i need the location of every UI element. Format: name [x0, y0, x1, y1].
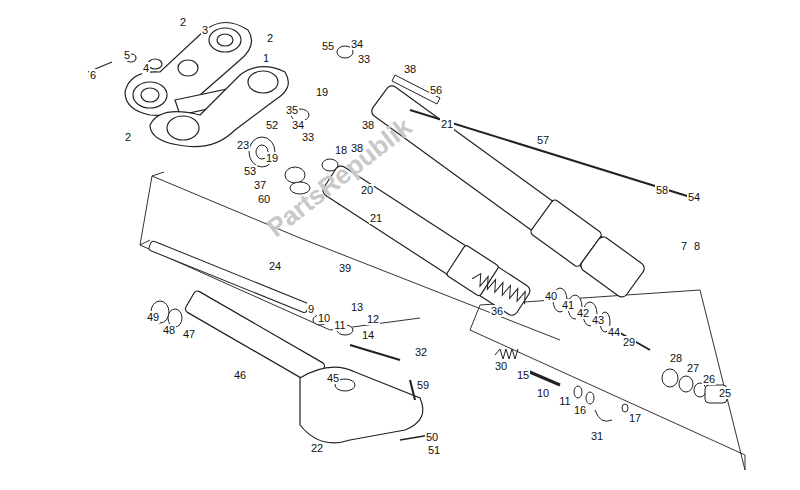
callout-number: 3: [201, 24, 209, 36]
callout-number: 34: [291, 119, 305, 131]
callout-number: 38: [403, 63, 417, 75]
callout-number: 56: [429, 84, 443, 96]
callout-number: 16: [573, 404, 587, 416]
callout-number: 5: [123, 49, 131, 61]
callout-number: 2: [266, 32, 274, 44]
callout-number: 44: [607, 326, 621, 338]
callout-number: 55: [321, 40, 335, 52]
callout-number: 14: [361, 329, 375, 341]
callout-number: 21: [369, 212, 383, 224]
callout-number: 54: [687, 191, 701, 203]
callout-number: 43: [591, 314, 605, 326]
callout-number: 40: [544, 290, 558, 302]
callout-number: 51: [427, 444, 441, 456]
callout-number: 38: [361, 119, 375, 131]
callout-number: 33: [301, 131, 315, 143]
callout-number: 24: [268, 260, 282, 272]
callout-number: 6: [89, 69, 97, 81]
callout-number: 35: [285, 104, 299, 116]
callout-number: 10: [536, 387, 550, 399]
callout-number: 42: [576, 307, 590, 319]
callout-number: 31: [590, 430, 604, 442]
callout-number: 29: [622, 336, 636, 348]
callout-number: 27: [686, 362, 700, 374]
callout-number: 52: [265, 119, 279, 131]
callout-number: 8: [693, 240, 701, 252]
callout-number: 2: [124, 131, 132, 143]
callout-number: 58: [655, 184, 669, 196]
callout-number: 4: [142, 62, 150, 74]
callout-number: 47: [182, 328, 196, 340]
callout-number: 45: [326, 372, 340, 384]
callout-number: 32: [414, 346, 428, 358]
callout-number: 59: [416, 379, 430, 391]
callout-number: 9: [307, 303, 315, 315]
callout-number: 1: [262, 52, 270, 64]
callout-number: 48: [162, 324, 176, 336]
callout-number: 37: [253, 179, 267, 191]
callout-number: 12: [366, 313, 380, 325]
callout-number: 30: [494, 360, 508, 372]
callout-number: 13: [350, 301, 364, 313]
callout-number: 19: [265, 152, 279, 164]
callout-number: 2: [179, 16, 187, 28]
callout-number: 34: [350, 38, 364, 50]
callout-number: 10: [317, 312, 331, 324]
callout-number: 20: [360, 184, 374, 196]
callout-number: 22: [310, 442, 324, 454]
callout-number: 49: [146, 311, 160, 323]
callout-number: 17: [628, 412, 642, 424]
callout-number: 36: [490, 305, 504, 317]
callout-number: 57: [536, 134, 550, 146]
callout-number: 19: [315, 86, 329, 98]
callout-number: 11: [333, 319, 346, 331]
callout-number: 60: [257, 193, 271, 205]
callout-number: 15: [516, 369, 530, 381]
callout-number: 11: [558, 395, 571, 407]
callout-number: 26: [702, 373, 716, 385]
callout-number: 53: [243, 165, 257, 177]
callout-number: 23: [236, 139, 250, 151]
callout-number: 7: [680, 240, 688, 252]
callout-number: 33: [357, 53, 371, 65]
callout-number: 46: [233, 369, 247, 381]
callout-number: 41: [561, 299, 575, 311]
callout-number: 21: [440, 118, 454, 130]
callout-number: 50: [425, 431, 439, 443]
callout-number: 28: [669, 352, 683, 364]
callout-number: 25: [718, 387, 732, 399]
callout-number: 39: [338, 262, 352, 274]
